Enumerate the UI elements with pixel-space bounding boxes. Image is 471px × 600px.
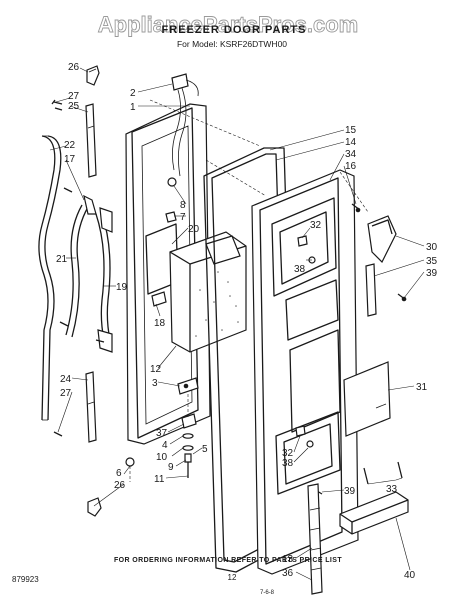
door-shelf [339,491,409,535]
callout-27-top: 27 [68,91,80,102]
model-line: For Model: KSRF26DTWH00 [177,39,287,49]
callout-33: 33 [386,484,398,495]
callout-10: 10 [156,452,168,463]
callout-5: 5 [202,444,208,455]
callout-37: 37 [156,428,168,439]
callout-1: 1 [130,102,136,113]
callout-22: 22 [64,140,76,151]
callout-19: 19 [116,282,128,293]
handle-screws [59,187,105,343]
page-title: FREEZER DOOR PARTS [162,24,307,36]
callout-labels: 26 27 25 2 1 22 17 15 14 34 16 8 7 20 32… [56,62,438,581]
bottom-hinge-parts [125,457,135,482]
footer-small-mark: 7-6-8 [260,590,275,596]
watermark: AppliancePartsPros.com [98,12,358,37]
long-side-trim [38,135,62,421]
lower-trim-strip [85,371,97,443]
hinge-bracket [177,377,199,395]
callout-27-lower: 27 [60,388,72,399]
bottom-strip [307,483,323,595]
callout-38-upper: 38 [294,264,306,275]
inner-door-liner [251,169,359,575]
callout-6: 6 [116,468,122,479]
footer-code: 879923 [12,575,39,584]
switch-parts [151,177,177,307]
callout-31: 31 [416,382,428,393]
chute-strip [365,263,377,317]
callout-39-upper: 39 [426,268,438,279]
callout-35: 35 [426,256,438,267]
leader-lines [49,67,425,581]
lower-screw [53,431,63,437]
callout-9: 9 [168,462,174,473]
callout-30: 30 [426,242,438,253]
callout-24: 24 [60,374,72,385]
callout-4: 4 [162,440,168,451]
callout-20: 20 [188,224,200,235]
top-hinge-clip [86,65,100,86]
callout-8: 8 [180,200,186,211]
callout-32-lower: 32 [282,448,294,459]
screws-33 [363,461,403,485]
liner-screw [351,203,361,213]
door-handle-frame [65,204,89,338]
door-handle [83,194,113,353]
upper-trim-strip [85,103,97,178]
callout-26-top: 26 [68,62,80,73]
screw-39-upper [397,293,407,302]
ice-chute [367,215,397,264]
bottom-hinge-clip [87,497,102,517]
footer-page-number: 12 [228,573,237,582]
callout-11: 11 [154,474,165,485]
footer-instruction: FOR ORDERING INFORMATION REFER TO PARTS … [114,557,342,564]
lower-cover [343,361,391,437]
callout-12: 12 [150,364,162,375]
callout-14: 14 [345,137,357,148]
wire-connector [171,73,199,177]
screws-top-left [51,99,63,111]
callout-18: 18 [154,318,166,329]
callout-17: 17 [64,154,76,165]
callout-26-bottom: 26 [114,480,126,491]
callout-38-lower: 38 [282,458,294,469]
callout-7: 7 [180,212,186,223]
callout-32-upper: 32 [310,220,322,231]
callout-13: 13 [282,554,294,565]
callout-25: 25 [68,101,80,112]
callout-16: 16 [345,161,357,172]
callout-39-lower: 39 [344,486,356,497]
callout-36: 36 [282,568,294,579]
callout-15: 15 [345,125,357,136]
callout-40: 40 [404,570,416,581]
callout-21: 21 [56,254,68,265]
callout-3: 3 [152,378,158,389]
callout-34: 34 [345,149,357,160]
callout-2: 2 [130,88,136,99]
